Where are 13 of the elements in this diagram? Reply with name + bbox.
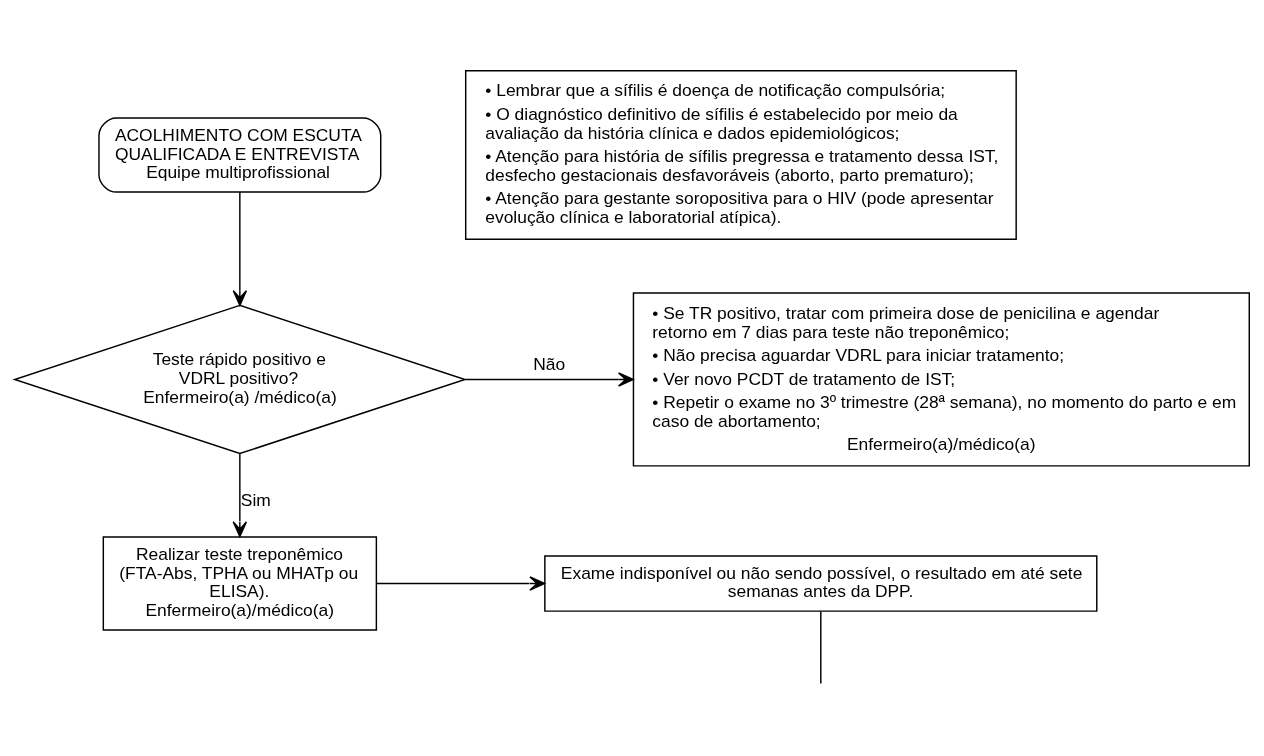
edge-label: Não [533, 354, 566, 375]
node-box: ACOLHIMENTO COM ESCUTA QUALIFICADA E ENTREVISTA Equipe multiprofissional [98, 117, 382, 193]
node-box: • Lembrar que a sífilis é doença de notificação compulsória; • O diagnóstico definitivo de sífilis é estabelecido por meio da avaliação da história clínica e dados epidemiológicos; • Atenção para história de sífilis pregressa e tratamento dessa IST, desfecho gestacionais desfavoráveis (aborto, parto prematuro); • Atenção para gestante soropositiva para o HIV (pode apresentar evolução clínica e laboratorial atípica). [464, 70, 1017, 240]
node-box: Realizar teste treponêmico (FTA-Abs, TPHA ou MHATp ou ELISA). Enfermeiro(a)/médico(a) [102, 536, 378, 631]
arrow [464, 372, 634, 387]
edge-label: Sim [240, 489, 271, 510]
arrow [375, 576, 546, 591]
arrow [232, 191, 248, 307]
node-box: • Se TR positivo, tratar com primeira dose de penicilina e agendar retorno em 7 dias para teste não treponêmico; • Não precisa aguardar VDRL para iniciar tratamento; • Ver novo PCDT de tratamento de IST; • Repetir o exame no 3º trimestre (28ª semana), no momento do parto e em caso de abortamento; Enfermeiro(a)/médico(a) [632, 292, 1250, 467]
arrow [232, 452, 248, 538]
node-diamond: Teste rápido positivo e VDRL positivo? Enfermeiro(a) /médico(a) [12, 304, 468, 455]
node-box: Exame indisponível ou não sendo possível, o resultado em até sete semanas antes da DPP. [544, 555, 1098, 612]
connector [820, 610, 822, 685]
